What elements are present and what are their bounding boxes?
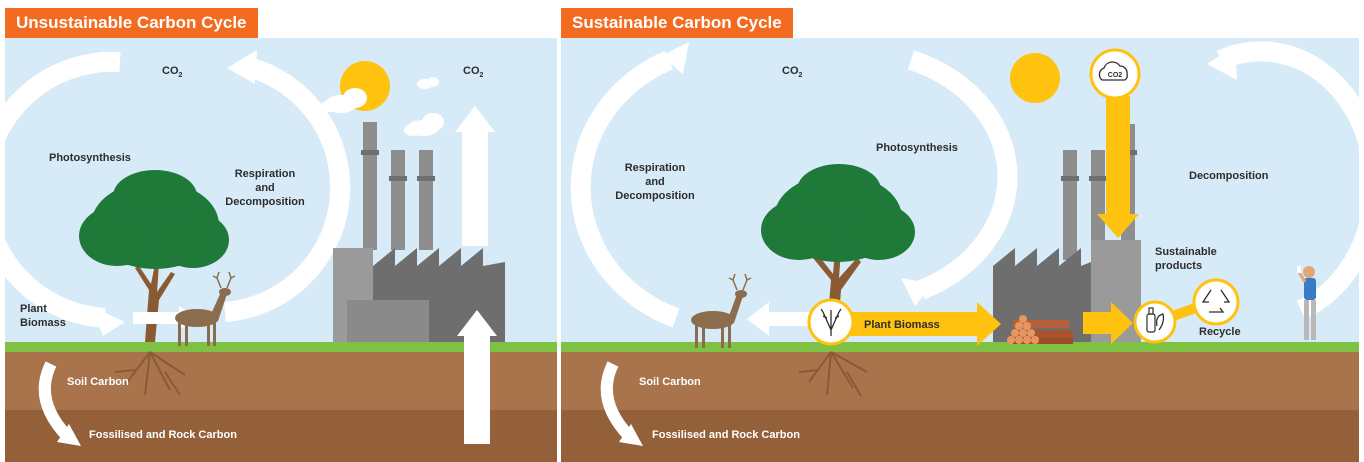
co2-icon-badge [1089,48,1141,100]
plant-biomass-label: Plant Biomass [20,303,66,329]
co2-label: CO2 [463,65,484,80]
photosynthesis-arc [907,50,1018,300]
soil-carbon-arrow [600,361,634,441]
co2-label: CO2 [782,65,803,80]
unsustainable-scene [5,38,557,462]
sustainable-scene: CO2 [561,38,1359,462]
photosynthesis-label: Photosynthesis [876,142,958,154]
panel-title: Sustainable Carbon Cycle [561,8,793,38]
soil-carbon-arrow [38,361,72,441]
recycle-icon-badge [1192,278,1240,326]
photosynthesis-arc [5,51,121,328]
recycle-icon [1201,289,1231,313]
photosynthesis-label: Photosynthesis [49,152,131,164]
bottle-icon [1146,307,1165,333]
soil-carbon-arrowhead [619,424,643,446]
deep-soil [561,410,1359,462]
capture-arrow-head [1097,214,1139,238]
cloud [417,77,439,89]
co2-icon-text: CO2 [1108,72,1123,79]
sustainable-panel: CO2 [561,0,1359,462]
feed-arrow-shaft [767,312,815,326]
decomposition-arrowhead [1207,46,1237,80]
emission-arrow-head [455,106,495,132]
respiration-arc [224,56,351,322]
grass [561,342,1359,352]
soil-carbon-arrowhead [57,424,81,446]
plant-biomass-arrow-head [977,302,1001,346]
cloud [404,113,444,136]
soil-carbon-label: Soil Carbon [639,376,701,388]
decomposition-label: Decomposition [1189,170,1269,182]
respiration-label: Respiration and Decomposition [615,162,695,202]
respiration-arrowhead [227,50,257,84]
capture-arrow-shaft [1106,96,1130,216]
soil-carbon-label: Soil Carbon [67,376,129,388]
photosynthesis-arrowhead [901,278,933,306]
wheat-icon [820,308,842,336]
plant-biomass-label: Plant Biomass [864,319,940,331]
sustainable-products-label: Sustainable products [1155,246,1217,272]
feed-arrow-head [747,302,769,336]
decomposition-arc [1216,41,1359,320]
product-arrow-head [1111,302,1133,344]
tree [761,164,915,397]
emission-arrow-shaft [462,130,488,246]
panel-title: Unsustainable Carbon Cycle [5,8,258,38]
cloud [321,88,367,113]
cloud-icon [1098,61,1128,81]
grass [5,342,557,352]
sun [1010,53,1060,103]
respiration-arrowhead [661,42,689,74]
log-pile [1007,315,1073,344]
co2-label: CO2 [162,65,183,80]
plant-biomass-arrow-shaft [849,312,979,336]
respiration-label: Respiration and Decomposition [225,168,305,208]
photosynthesis-arrowhead [91,306,125,336]
fossil-carbon-label: Fossilised and Rock Carbon [89,429,237,441]
respiration-arc [570,50,680,328]
deer [691,273,752,348]
tree [79,170,229,396]
deer [175,271,236,346]
extraction-arrow-shaft [464,334,490,444]
unsustainable-panel: Unsustainable Carbon Cycle CO2 CO2 Photo… [5,0,557,462]
fossil-carbon-label: Fossilised and Rock Carbon [652,429,800,441]
recycle-label: Recycle [1199,326,1241,338]
person [1297,266,1316,340]
soil [561,352,1359,410]
extraction-arrow-head [457,310,497,336]
product-arrow-shaft [1083,312,1113,334]
